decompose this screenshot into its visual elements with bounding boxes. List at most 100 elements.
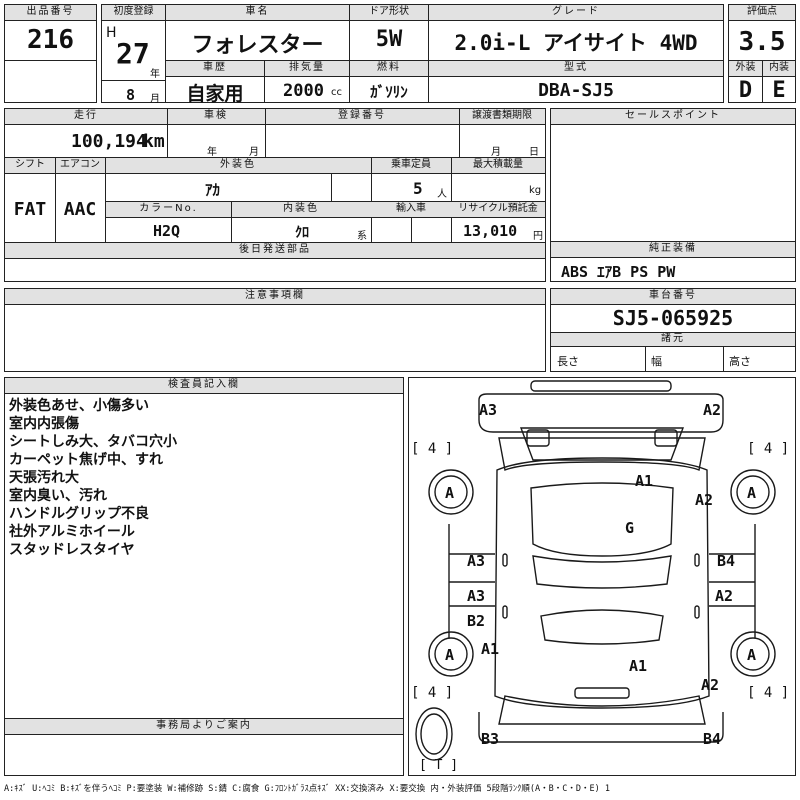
displacement: 2000 [283,81,324,101]
tire-mark: A [445,646,455,664]
era: H [106,25,117,41]
damage-mark: A3 [467,552,486,570]
first-registration-cell: 初度登録 H 27 年 8 月 [101,4,166,105]
transfer-month-unit: 月 [491,147,501,158]
mileage-label: 走行 [5,109,167,125]
sales-points-cell: セールスポイント [550,108,796,242]
fuel: ｶﾞｿﾘﾝ [370,83,408,101]
recycle-fee: 13,010 [463,222,518,240]
history-cell: 車歴 自家用 [165,60,265,105]
displacement-label: 排気量 [265,61,349,77]
equipment-label: 純正装備 [551,242,795,258]
exterior-grade-label: 外装 [729,61,762,77]
damage-mark: A2 [703,401,722,419]
model-label: 型式 [429,61,723,77]
sales-points-label: セールスポイント [551,109,795,125]
legend: A:ｷｽﾞ U:ﾍｺﾐ B:ｷｽﾞを伴うﾍｺﾐ P:要塗装 W:補修跡 S:錆 … [4,784,610,794]
model-cell: 型式 DBA-SJ5 [428,60,724,103]
damage-mark: A2 [695,491,714,509]
damage-mark: B4 [703,730,722,748]
mileage: 100,194 [71,131,147,152]
tread-depth: [ 4 ] [747,441,790,457]
length-label: 長さ [557,355,579,368]
grade: 2.0i-L アイサイト 4WD [454,31,698,55]
lot-number-cell: 出品番号 216 [4,4,97,61]
color-no-label: カラーNo. [106,202,231,218]
damage-mark: A1 [481,640,500,658]
interior-grade: E [772,78,786,103]
door-label: ドア形状 [350,5,428,21]
exterior-color-label: 外装色 [105,158,371,174]
damage-mark: A3 [467,587,486,605]
caution-cell: 注意事項欄 [4,288,546,372]
car-name-label: 車名 [166,5,349,21]
note-line: カーペット焦げ中、すれ [9,452,163,468]
note-line: 室内臭い、汚れ [9,488,107,504]
chassis-cell: 車台番号 SJ5-065925 諸元 長さ 幅 高さ [550,288,796,372]
month-unit: 月 [150,94,160,105]
car-name: フォレスター [191,33,324,58]
displacement-cell: 排気量 2000 cc [264,60,350,103]
history-label: 車歴 [166,61,264,77]
damage-mark: A2 [701,676,720,694]
interior-color: ｸﾛ [295,225,309,241]
equipment-cell: 純正装備 ABS ｴｱB PS PW [550,241,796,282]
score: 3.5 [738,27,786,57]
inspection-month-unit: 月 [249,147,259,158]
year-unit: 年 [150,69,160,80]
spare-tire-mark: [ T ] [419,758,459,773]
import-label: 輸入車 [371,202,451,218]
displacement-unit: cc [331,87,342,98]
exterior-grade-cell: 外装 D [728,60,763,103]
transfer-deadline-label: 譲渡書類期限 [459,109,545,125]
shift: FAT [13,199,47,220]
damage-mark: A2 [715,587,734,605]
lot-number-label: 出品番号 [5,5,96,21]
note-line: ハンドルグリップ不良 [9,506,149,522]
damage-mark: B2 [467,612,486,630]
exterior-color: ｱｶ [205,181,221,199]
damage-diagram: A3 A2 A1 A2 G A3 B4 A2 A3 B2 A1 A1 A2 B3… [408,377,796,776]
note-line: シートしみ大、タバコ穴小 [9,434,177,450]
interior-color-unit: 系 [357,231,367,242]
tread-depth: [ 4 ] [411,441,454,457]
note-line: 社外アルミホイール [9,524,135,540]
mileage-unit: km [143,131,165,152]
damage-mark: B4 [717,552,736,570]
note-line: 室内内張傷 [9,416,79,432]
width-label: 幅 [651,355,662,368]
aircon-label: エアコン [55,158,105,174]
score-cell: 評価点 3.5 [728,4,796,61]
transfer-day-unit: 日 [529,147,539,158]
tire-mark: A [445,484,455,502]
interior-grade-label: 内装 [763,61,795,77]
chassis-label: 車台番号 [551,289,795,305]
tread-depth: [ 4 ] [747,685,790,701]
capacity-unit: 人 [437,189,447,200]
later-parts-label: 後日発送部品 [5,243,545,259]
damage-mark: G [625,519,635,537]
specs-label: 諸元 [551,333,795,347]
max-load-unit: kg [529,185,542,196]
first-registration-month: 8 [126,86,136,104]
note-line: スタッドレスタイヤ [9,542,135,558]
damage-mark: A1 [635,472,654,490]
office-notice-cell: 事務局よりご案内 [4,718,404,776]
door-cell: ドア形状 5W [349,4,429,61]
chassis-number: SJ5-065925 [612,306,734,330]
door-type: 5W [375,27,403,52]
score-label: 評価点 [729,5,795,21]
tire-mark: A [747,646,757,664]
color-no: H2Q [153,222,181,240]
first-registration-label: 初度登録 [102,5,165,21]
history: 自家用 [186,83,244,105]
aircon: AAC [63,199,97,220]
interior-grade-cell: 内装 E [762,60,796,103]
note-line: 天張汚れ大 [9,470,79,486]
height-label: 高さ [729,355,751,368]
recycle-label: リサイクル預託金 [451,202,545,218]
fuel-cell: 燃料 ｶﾞｿﾘﾝ [349,60,429,103]
car-name-cell: 車名 フォレスター [165,4,350,61]
fuel-label: 燃料 [350,61,428,77]
inspection-label: 車検 [167,109,265,125]
